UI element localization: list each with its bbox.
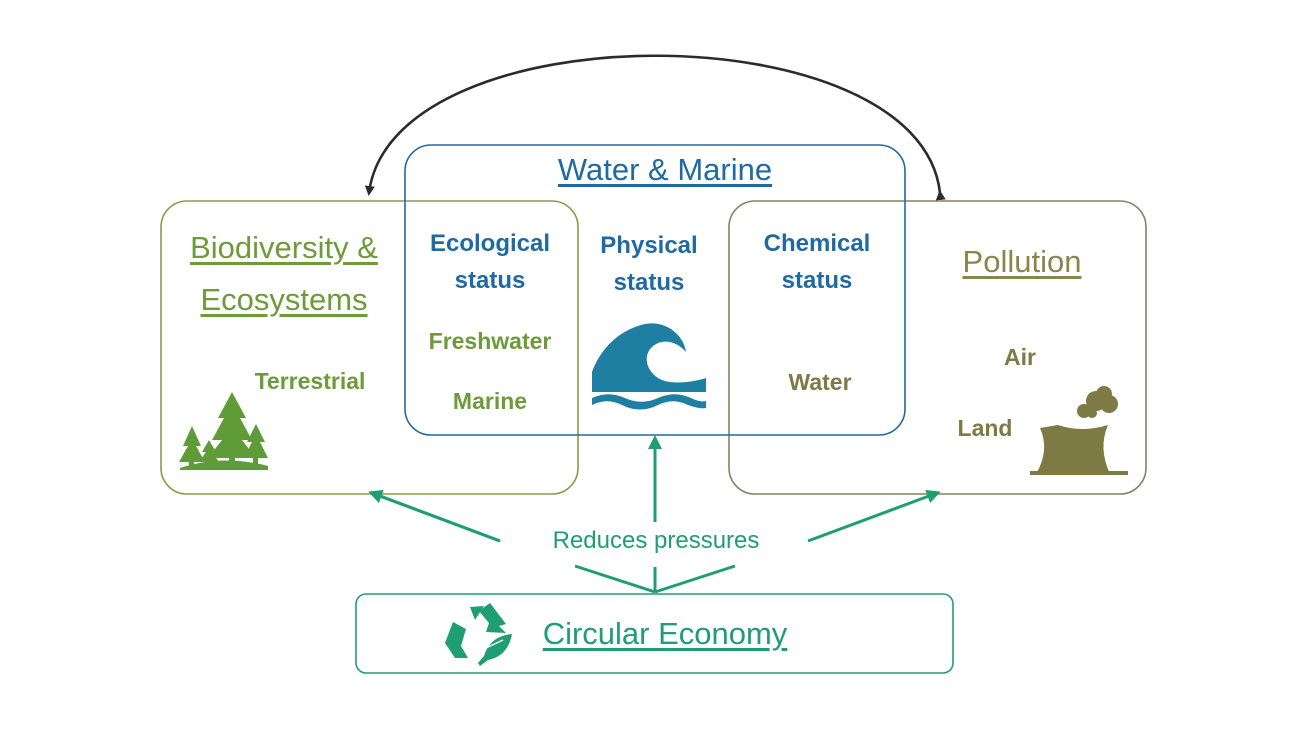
pollution-title: Pollution — [962, 244, 1082, 279]
circular-economy-title: Circular Economy — [542, 616, 788, 651]
ecological-status-line1: Ecological — [429, 230, 551, 257]
ecological-status-line2: status — [454, 267, 526, 294]
forest-icon — [179, 392, 268, 470]
chemical-status-line1: Chemical — [763, 230, 871, 257]
recycle-icon — [445, 603, 512, 666]
pressure-arrow-right — [654, 564, 736, 594]
water-label: Water — [788, 369, 852, 395]
factory-icon — [1030, 386, 1128, 475]
biodiversity-title-line1: Biodiversity & — [190, 230, 378, 265]
biodiversity-title-line2: Ecosystems — [200, 282, 368, 317]
land-label: Land — [957, 415, 1013, 441]
physical-status-line2: status — [613, 269, 685, 296]
chemical-status-line2: status — [781, 267, 853, 294]
physical-status-label: Physical status — [574, 227, 724, 301]
air-label: Air — [1004, 344, 1036, 370]
freshwater-label: Freshwater — [428, 328, 552, 354]
marine-label: Marine — [452, 388, 528, 414]
linkage-arc — [364, 54, 946, 201]
chemical-status-label: Chemical status — [740, 225, 894, 299]
wave-icon — [592, 323, 706, 410]
terrestrial-label: Terrestrial — [254, 368, 366, 394]
water-marine-title: Water & Marine — [557, 152, 773, 187]
reduces-pressures-label: Reduces pressures — [528, 527, 784, 555]
ecological-status-label: Ecological status — [410, 225, 570, 299]
circular-economy-box — [355, 593, 954, 674]
physical-status-line1: Physical — [600, 232, 698, 259]
